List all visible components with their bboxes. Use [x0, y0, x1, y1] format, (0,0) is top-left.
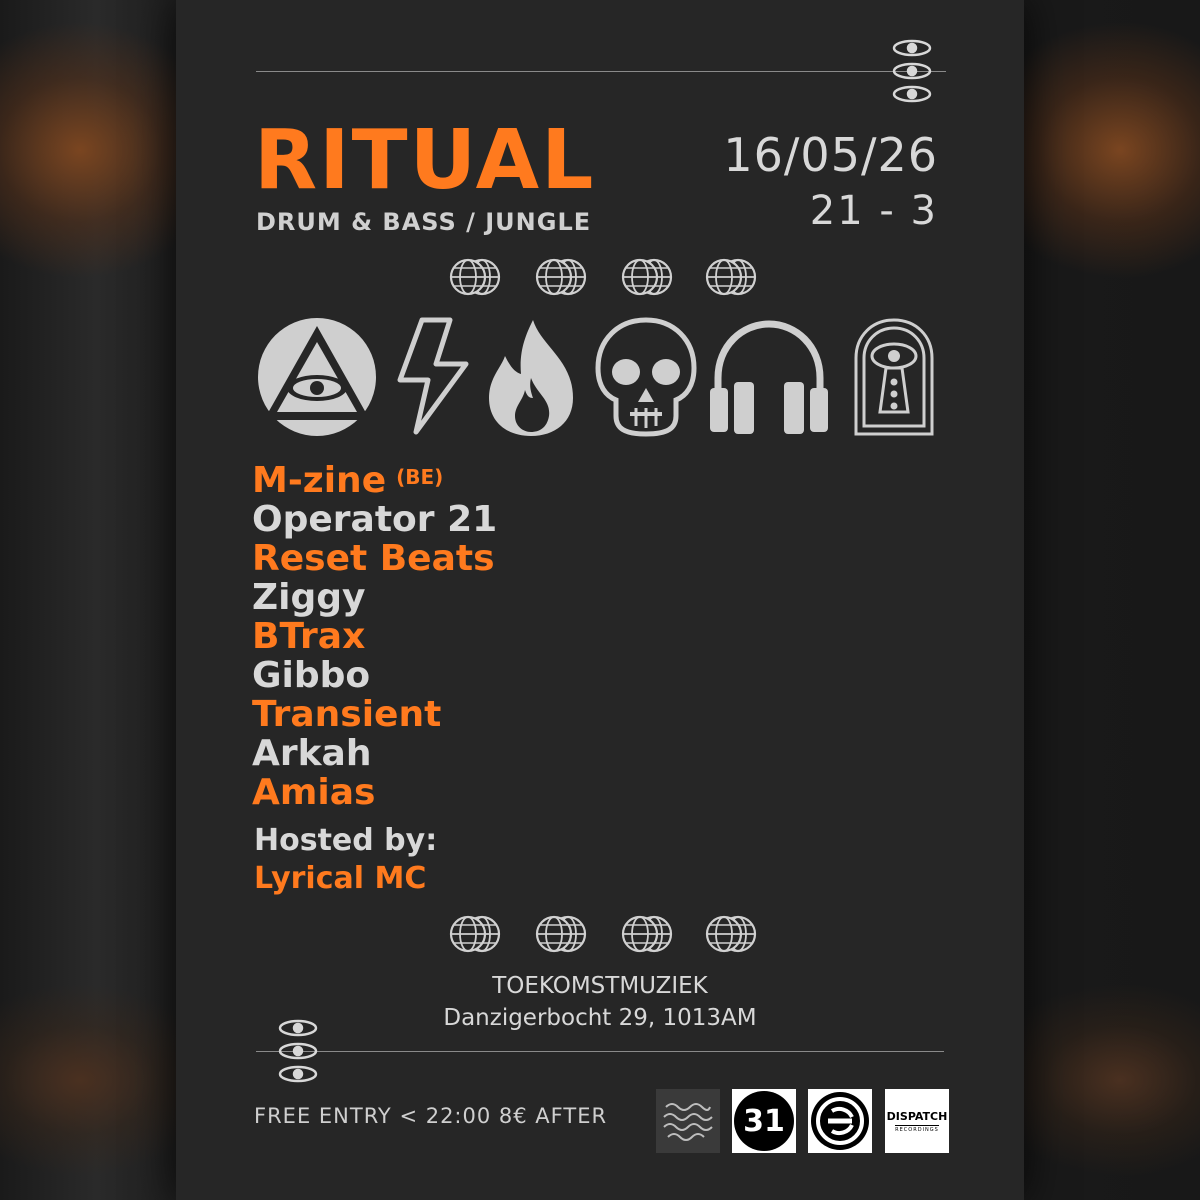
eyes-stack-icon [892, 39, 932, 103]
venue-name: TOEKOMSTMUZIEK [492, 973, 708, 999]
lineup-artist: Ziggy [252, 577, 366, 618]
venue-block: TOEKOMSTMUZIEK Danzigerbocht 29, 1013AM [176, 970, 1024, 1034]
event-genre: DRUM & BASS / JUNGLE [256, 208, 592, 236]
lineup-artist: Operator 21 [252, 499, 498, 540]
lineup-artist: Gibbo [252, 655, 371, 696]
lineup-artist: Arkah [252, 733, 372, 774]
lineup-artist: Transient [252, 694, 442, 735]
lineup-artist: Reset Beats [252, 538, 495, 579]
host-name: Lyrical MC [254, 861, 427, 896]
venue-address: Danzigerbocht 29, 1013AM [443, 1005, 757, 1031]
logo-dispatch-text: DISPATCH [886, 1109, 948, 1123]
eye-triangle-icon [258, 318, 376, 436]
event-title: RITUAL [254, 113, 596, 208]
eyes-stack-icon [278, 1019, 318, 1083]
lineup-artist: Amias [252, 772, 376, 813]
logo-dispatch-sub: RECORDINGS [895, 1124, 939, 1133]
sponsor-logo-3 [808, 1089, 872, 1153]
event-poster: RITUAL DRUM & BASS / JUNGLE 16/05/26 21 … [176, 0, 1024, 1200]
sponsor-logo-1 [656, 1089, 720, 1153]
wavy-logo-icon [663, 1103, 713, 1141]
sponsor-logo-dispatch: DISPATCH RECORDINGS [885, 1089, 949, 1153]
entry-info: FREE ENTRY < 22:00 8€ AFTER [254, 1104, 608, 1128]
globes-row-bottom [446, 914, 766, 954]
globes-row-top [446, 257, 766, 297]
lineup-artist: BTrax [252, 616, 366, 657]
host-block: Hosted by: Lyrical MC [254, 822, 437, 898]
lineup-artist: M-zine(BE) [252, 460, 444, 501]
sponsor-logo-31: 31 [732, 1089, 796, 1153]
event-date: 16/05/26 [723, 128, 938, 182]
flame-icon [489, 320, 573, 436]
logo-31-text: 31 [743, 1103, 785, 1139]
bottom-divider [256, 1051, 944, 1052]
circle-e-logo-icon [811, 1092, 869, 1150]
lineup-list: M-zine(BE) Operator 21 Reset Beats Ziggy… [252, 458, 497, 812]
top-divider [256, 71, 946, 72]
event-time: 21 - 3 [809, 188, 938, 234]
headphones-icon [710, 320, 828, 434]
keyhole-eye-icon [854, 318, 934, 436]
lightning-icon [397, 317, 469, 435]
skull-icon [595, 317, 697, 437]
host-label: Hosted by: [254, 823, 438, 858]
